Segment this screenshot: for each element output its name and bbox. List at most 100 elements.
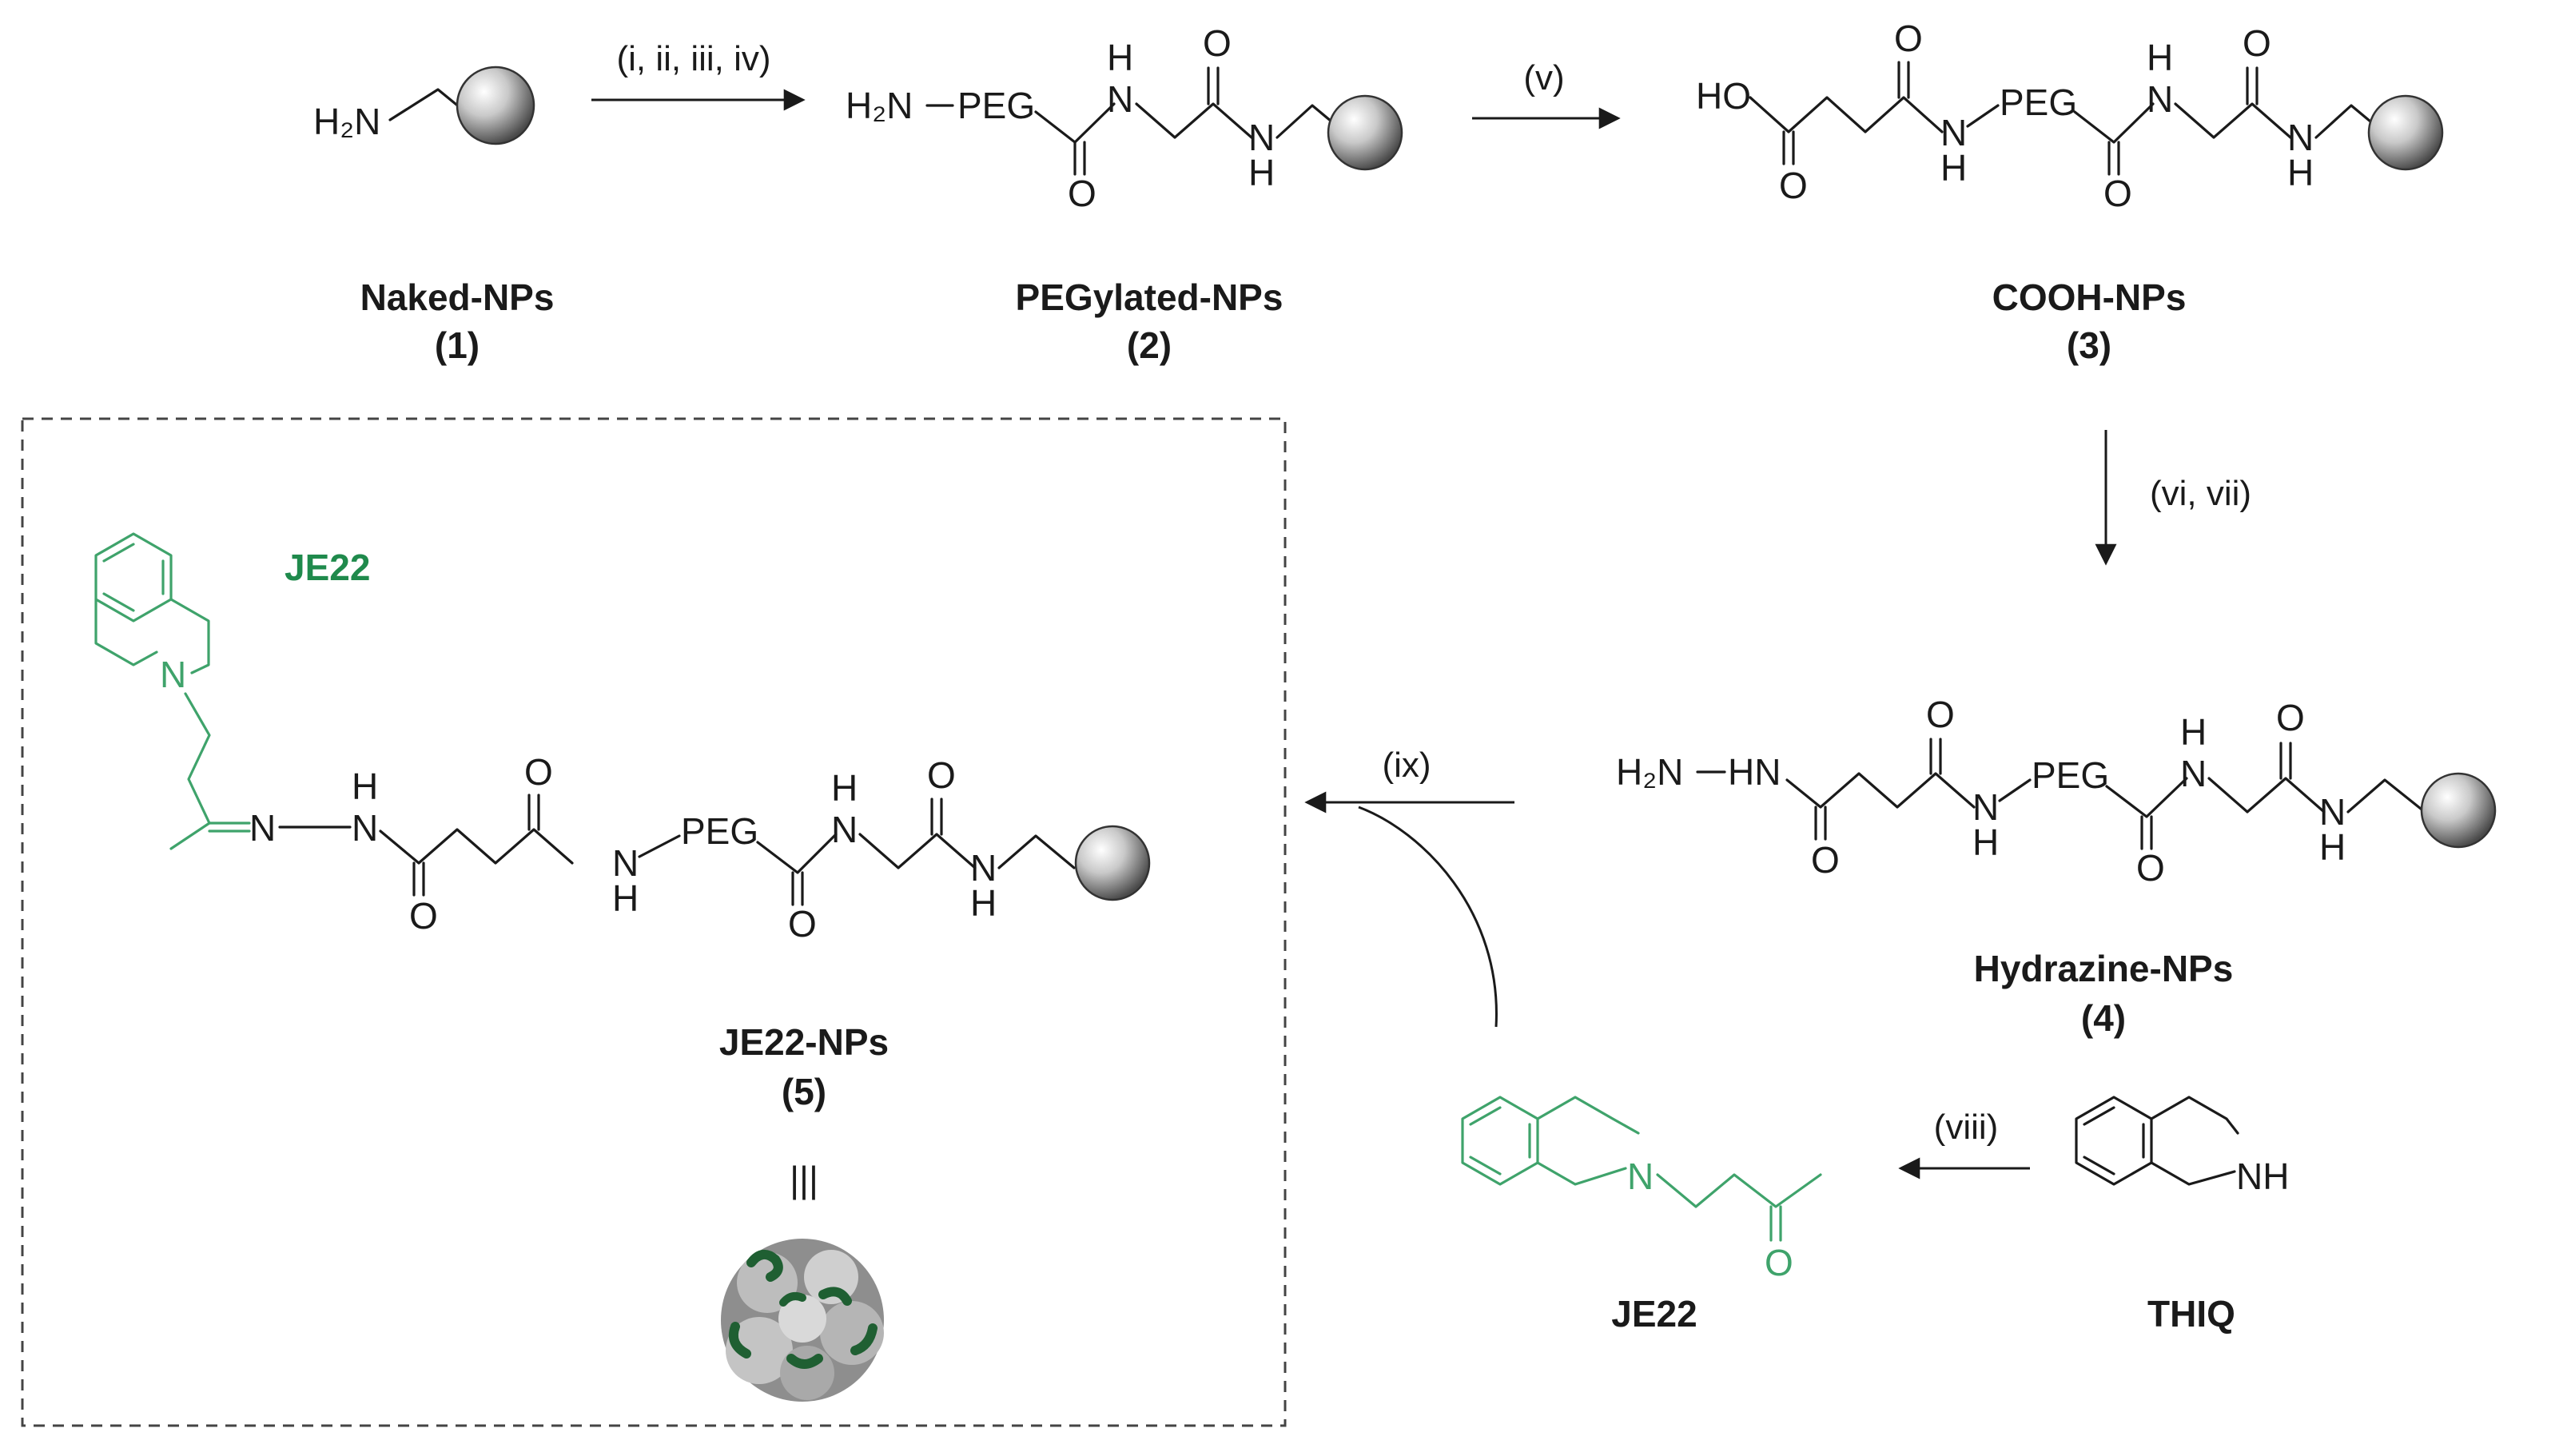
compound-3-name: COOH-NPs [1992, 276, 2187, 318]
benzene-ring [2075, 1096, 2153, 1186]
peg-label: PEG [681, 810, 758, 852]
h-label: H [970, 882, 997, 924]
je22-ligand-patch [818, 1287, 852, 1306]
oxygen-label: O [1203, 22, 1232, 64]
compound-4-number: (4) [2081, 997, 2126, 1039]
h-label: H [2319, 826, 2346, 868]
aromatic-double [2083, 1106, 2115, 1126]
compound-5-number: (5) [782, 1071, 826, 1112]
oxygen-label: O [1894, 18, 1923, 59]
nanoparticle-bead [2420, 772, 2497, 849]
oxygen-label: O [2136, 847, 2165, 889]
n-label: N [2180, 753, 2207, 794]
n-label: N [2287, 117, 2314, 158]
h-label: H [352, 766, 378, 807]
glycine-bonds [2174, 102, 2292, 139]
nh-label: NH [2236, 1156, 2289, 1197]
piperidine-bonds [2150, 1096, 2239, 1135]
thiq-name: THIQ [2147, 1293, 2235, 1335]
h-label: H [2287, 152, 2314, 193]
aromatic-double [1469, 1156, 1502, 1176]
equivalence-symbol: ||| [790, 1159, 818, 1200]
h-label: H [1972, 821, 1999, 863]
oxygen-label: O [1068, 173, 1096, 214]
protein-blob [820, 1301, 884, 1365]
product-dashed-box [21, 417, 1287, 1427]
amine-label: H₂N [1616, 751, 1683, 793]
n-label: N [2147, 78, 2173, 120]
nanoparticle-bead [2367, 94, 2444, 171]
aromatic-double [102, 592, 135, 612]
compound-1-name: Naked-NPs [360, 276, 555, 318]
compound-thiq: NH THIQ [2075, 1096, 2289, 1335]
piperidine-bonds [2150, 1161, 2236, 1186]
aromatic-double [102, 543, 135, 563]
protein-blob [726, 1317, 793, 1384]
butanone-chain [1656, 1173, 1822, 1208]
nanoparticle-bead [1327, 94, 1403, 171]
amine-label: H₂N [313, 101, 380, 142]
n-label: N [831, 809, 858, 850]
je22-name: JE22 [1611, 1293, 1697, 1335]
n-label: N [1627, 1156, 1654, 1197]
compound-pegylated-nps: H₂N PEG O H N O N H PEGylated-NPs (2) [846, 22, 1403, 366]
peg-label: PEG [2032, 754, 2109, 796]
linker-bond [997, 834, 1076, 869]
bond [1966, 104, 2000, 128]
n-label: N [970, 847, 997, 889]
bond [638, 834, 681, 858]
je22-inset-label: JE22 [285, 547, 370, 588]
succinyl-bonds [379, 828, 574, 865]
protein-blob [780, 1346, 834, 1400]
glycine-bonds [1135, 102, 1253, 139]
amine-label: H₂N [846, 85, 913, 126]
succinyl-bonds [1785, 772, 1976, 809]
nanoparticle-bead [456, 66, 535, 145]
h-label: H [1940, 147, 1967, 189]
aromatic-double [1469, 1106, 1502, 1126]
n-label: N [249, 807, 276, 849]
step-arrow-2: (v) [1472, 58, 1621, 129]
piperidine-bonds [1536, 1096, 1640, 1135]
oxygen-label: O [2243, 22, 2271, 64]
benzene-ring [94, 532, 173, 623]
ho-label: HO [1696, 75, 1751, 117]
carbamate-bonds [1034, 102, 1116, 144]
h-label: H [2147, 37, 2173, 78]
compound-3-number: (3) [2067, 324, 2111, 366]
je22-ligand-patch [786, 1354, 823, 1369]
oxygen-label: O [1926, 694, 1955, 735]
step-4-conditions: (viii) [1934, 1108, 1999, 1147]
compound-cooh-nps: HO O O N H PEG O H N O N H COOH-NPs (3) [1696, 18, 2444, 366]
oxygen-label: O [2276, 697, 2305, 738]
step-2-conditions: (v) [1523, 58, 1564, 97]
oxygen-label: O [927, 754, 956, 796]
protein-blob [778, 1295, 826, 1343]
oxygen-label: O [788, 903, 817, 945]
oxygen-label: O [1811, 839, 1840, 881]
compound-je22: N O JE22 [1461, 1096, 1822, 1335]
carbamate-bonds [2073, 102, 2155, 144]
carbamate-bonds [756, 833, 838, 874]
carbamate-bonds [2105, 777, 2188, 818]
oxygen-label: O [524, 751, 553, 793]
aromatic-double [2083, 1156, 2115, 1176]
h-label: H [1248, 152, 1275, 193]
step-arrow-4: (viii) [1898, 1108, 2030, 1180]
compound-5-name: JE22-NPs [719, 1021, 889, 1063]
step-arrow-5: (ix) [1304, 746, 1514, 1028]
compound-naked-nps: H₂N Naked-NPs (1) [313, 66, 555, 366]
peg-label: PEG [2000, 82, 2077, 123]
n-label: N [160, 654, 186, 695]
compound-2-number: (2) [1127, 324, 1172, 366]
h-label: H [1107, 37, 1133, 78]
compound-4-name: Hydrazine-NPs [1974, 948, 2234, 989]
oxygen-label: O [1765, 1242, 1793, 1283]
hn-label: HN [1728, 751, 1781, 793]
compound-2-name: PEGylated-NPs [1016, 276, 1284, 318]
step-3-conditions: (vi, vii) [2150, 474, 2251, 513]
n-label: N [1248, 117, 1275, 158]
succinyl-bonds [1749, 96, 1944, 133]
step-arrow-3: (vi, vii) [2095, 430, 2251, 566]
